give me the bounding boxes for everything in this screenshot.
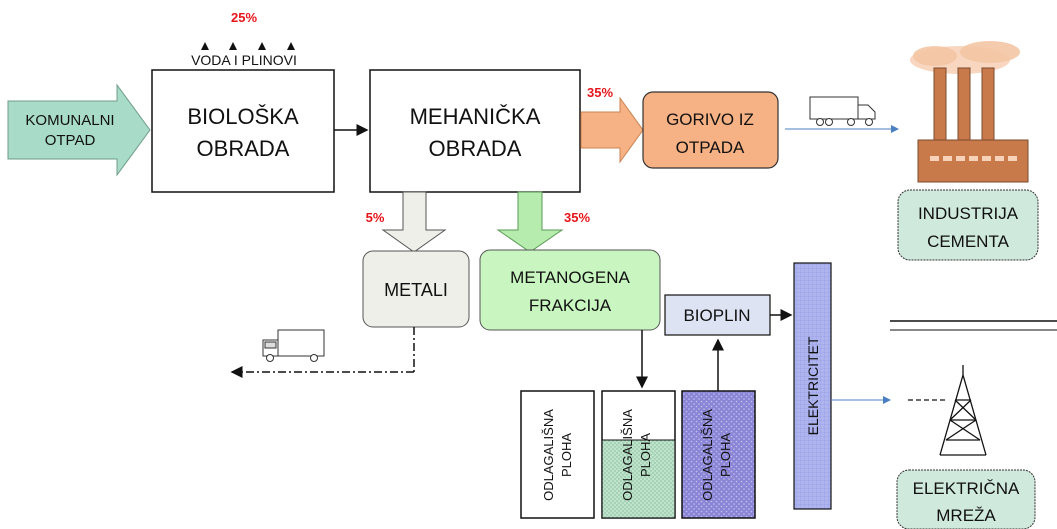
landfill-2-label-line1: ODLAGALIŠNA <box>620 409 635 501</box>
truck-icon <box>262 329 325 362</box>
methanogenic-percentage: 35% <box>564 210 590 225</box>
methanogenic-flow-arrow <box>496 191 564 253</box>
metanogena-label-line1: METANOGENA <box>510 268 630 287</box>
landfill-plot-full: ODLAGALIŠNA PLOHA <box>681 390 756 519</box>
industrija-cementa-label: INDUSTRIJA CEMENTA <box>897 189 1039 261</box>
fuel-percentage: 35% <box>587 85 613 100</box>
bioplin-label: BIOPLIN <box>683 306 750 325</box>
landfill-1-label-line2: PLOHA <box>559 433 574 477</box>
industrija-label-line2: CEMENTA <box>927 232 1010 251</box>
factory-icon <box>910 41 1029 183</box>
landfill-3-label-line2: PLOHA <box>718 433 733 477</box>
elektricna-label-line1: ELEKTRIČNA <box>913 479 1020 498</box>
voda-i-plinovi-label: VODA I PLINOVI <box>191 52 297 68</box>
mehanicka-obrada-box: MEHANIČKA OBRADA <box>369 69 581 193</box>
metali-box: METALI <box>362 250 470 328</box>
bioloska-obrada-box: BIOLOŠKA OBRADA <box>151 69 335 193</box>
mehanicka-obrada-label-line1: MEHANIČKA <box>410 104 541 129</box>
truck-icon <box>809 96 876 126</box>
metanogena-label-line2: FRAKCIJA <box>529 296 612 315</box>
landfill-plot-empty: ODLAGALIŠNA PLOHA <box>520 390 595 519</box>
elektricna-label-line2: MREŽA <box>936 506 996 525</box>
gas-emission-arrows <box>201 42 295 50</box>
metals-percentage: 5% <box>366 210 385 225</box>
landfill-2-label-line2: PLOHA <box>638 433 653 477</box>
bioplin-box: BIOPLIN <box>664 294 771 336</box>
metals-flow-arrow <box>381 191 447 253</box>
gorivo-label-line1: GORIVO IZ <box>666 110 754 129</box>
gases-percentage: 25% <box>231 10 257 25</box>
elektricitet-label: ELEKTRICITET <box>805 336 821 435</box>
komunalni-otpad-label-line1: KOMUNALNI <box>25 112 114 129</box>
elektricitet-box: ELEKTRICITET <box>793 262 832 510</box>
gorivo-iz-otpada-box: GORIVO IZ OTPADA <box>642 91 779 169</box>
industrija-label-line1: INDUSTRIJA <box>918 204 1019 223</box>
power-tower-icon <box>908 365 987 456</box>
landfill-3-label-line1: ODLAGALIŠNA <box>700 409 715 501</box>
bioloska-obrada-label-line2: OBRADA <box>197 136 290 161</box>
komunalni-otpad-label-line2: OTPAD <box>45 132 96 149</box>
mehanicka-obrada-label-line2: OBRADA <box>429 136 522 161</box>
komunalni-otpad-arrow: KOMUNALNI OTPAD <box>7 83 151 177</box>
landfill-1-label-line1: ODLAGALIŠNA <box>541 409 556 501</box>
fuel-flow-arrow <box>580 96 644 164</box>
metali-label: METALI <box>384 280 448 300</box>
gorivo-label-line2: OTPADA <box>676 138 745 157</box>
bioloska-obrada-label-line1: BIOLOŠKA <box>187 104 299 129</box>
elektricna-mreza-label: ELEKTRIČNA MREŽA <box>896 469 1036 529</box>
landfill-plot-partial: ODLAGALIŠNA PLOHA <box>601 390 676 519</box>
metanogena-frakcija-box: METANOGENA FRAKCIJA <box>479 249 661 331</box>
